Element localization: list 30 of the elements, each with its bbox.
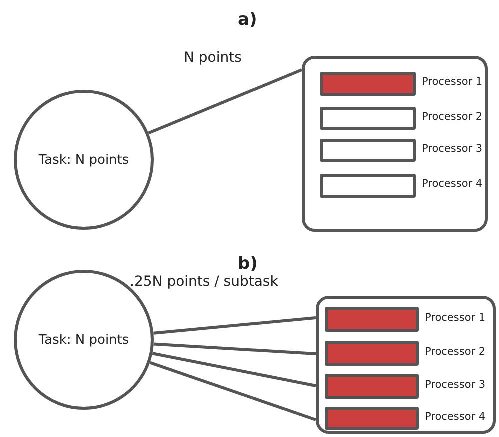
connector-line	[154, 342, 316, 356]
processor-bar	[325, 341, 419, 366]
processor-bar	[325, 407, 419, 430]
processor-label: Processor 2	[425, 346, 486, 358]
connector-line	[154, 316, 316, 335]
annotation-text: .25N points / subtask	[130, 274, 278, 290]
processor-bar	[320, 72, 416, 96]
processor-label: Processor 1	[425, 312, 486, 324]
task-label: Task: N points	[38, 152, 130, 168]
task-label: Task: N points	[38, 332, 130, 348]
processor-label: Processor 3	[422, 142, 483, 154]
processor-bar	[320, 174, 416, 198]
processor-label: Processor 1	[422, 76, 483, 88]
panel-heading: a)	[238, 10, 258, 30]
processor-bar	[320, 107, 416, 130]
task-circle	[14, 90, 154, 230]
panel-heading: b)	[238, 254, 258, 274]
processor-bar	[325, 374, 419, 399]
processor-label: Processor 3	[425, 378, 486, 390]
processor-group-box	[316, 296, 496, 434]
processor-label: Processor 4	[422, 178, 483, 190]
processor-bar	[320, 139, 416, 162]
connector-line	[150, 361, 316, 422]
processor-label: Processor 2	[422, 110, 483, 122]
processor-bar	[325, 307, 419, 332]
connector-line	[148, 68, 303, 135]
edge-label: N points	[184, 50, 242, 66]
processor-label: Processor 4	[425, 410, 486, 422]
connector-line	[152, 352, 316, 388]
processor-group-box	[302, 56, 488, 232]
